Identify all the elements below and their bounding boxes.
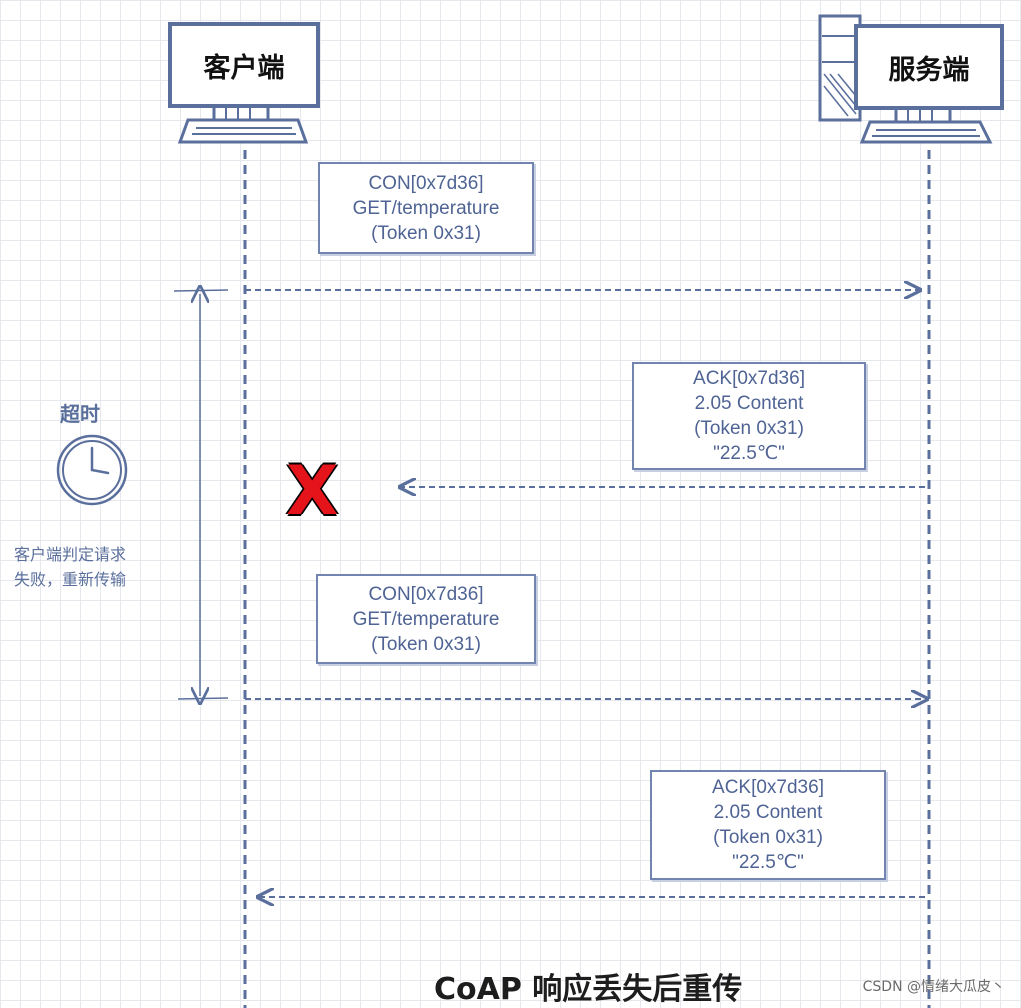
message-line: 2.05 Content: [713, 802, 823, 823]
client-label: 客户端: [168, 22, 320, 108]
retransmit-note-line: 客户端判定请求: [14, 545, 127, 564]
clock-icon: [56, 434, 128, 506]
message-line: CON[0x7d36]: [368, 172, 484, 194]
server-label: 服务端: [854, 24, 1004, 110]
diagram-title: CoAP 响应丢失后重传: [434, 972, 743, 1007]
message-box-con-2: CON[0x7d36] GET/temperature (Token 0x31): [316, 574, 536, 664]
timeout-label: 超时: [60, 402, 100, 426]
message-line: GET/temperature: [352, 608, 500, 630]
message-line: GET/temperature: [352, 197, 500, 219]
client-computer: 客户端: [166, 20, 326, 148]
message-line: 2.05 Content: [694, 393, 804, 414]
message-line: "22.5℃": [732, 852, 804, 873]
message-box-ack-2: ACK[0x7d36] 2.05 Content (Token 0x31) "2…: [650, 770, 886, 880]
message-line: (Token 0x31): [371, 222, 481, 244]
desktop-computer-icon: [177, 102, 309, 144]
message-line: (Token 0x31): [694, 418, 804, 439]
message-line: ACK[0x7d36]: [693, 368, 805, 389]
message-lost-marker: X: [286, 452, 339, 531]
message-line: "22.5℃": [713, 443, 785, 464]
message-line: (Token 0x31): [713, 827, 823, 848]
timeout-bracket: [173, 290, 229, 699]
server-computer: 服务端: [816, 14, 1008, 148]
source-credit: CSDN @情绪大瓜皮丶: [862, 979, 1005, 995]
message-line: ACK[0x7d36]: [712, 777, 824, 798]
message-box-con-1: CON[0x7d36] GET/temperature (Token 0x31): [318, 162, 534, 254]
message-line: CON[0x7d36]: [368, 583, 484, 605]
message-box-ack-lost: ACK[0x7d36] 2.05 Content (Token 0x31) "2…: [632, 362, 866, 470]
desktop-computer-icon: [818, 14, 993, 144]
retransmit-note: 客户端判定请求 失败，重新传输: [14, 542, 184, 592]
retransmit-note-line: 失败，重新传输: [14, 570, 127, 589]
message-line: (Token 0x31): [371, 633, 481, 655]
